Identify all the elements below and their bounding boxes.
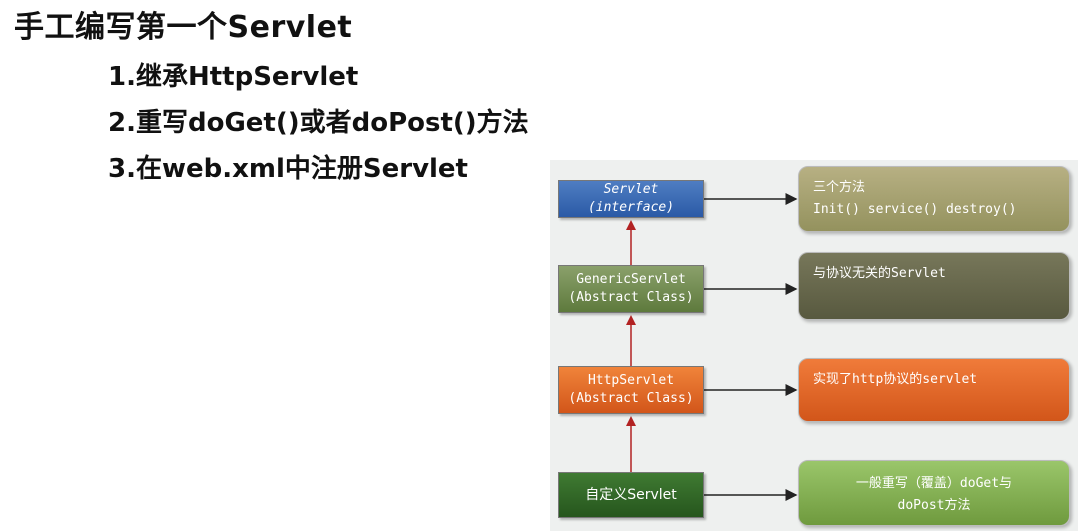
class-kind: (interface) — [587, 200, 675, 215]
note-generic-servlet: 与协议无关的Servlet — [798, 252, 1070, 320]
note-custom-servlet: 一般重写（覆盖）doGet与 doPost方法 — [798, 460, 1070, 526]
class-name: 自定义Servlet — [585, 487, 677, 503]
class-generic-servlet: GenericServlet (Abstract Class) — [558, 265, 704, 313]
class-name: HttpServlet — [587, 373, 675, 388]
step-item-2: 2.重写doGet()或者doPost()方法 — [108, 108, 529, 138]
note-line: doPost方法 — [897, 498, 971, 513]
note-line: 三个方法 — [813, 180, 866, 195]
diagram-connectors — [626, 193, 798, 501]
note-servlet-methods: 三个方法 Init() service() destroy() — [798, 166, 1070, 232]
note-line: Init() service() destroy() — [813, 202, 1017, 217]
class-servlet-interface: Servlet (interface) — [558, 180, 704, 218]
class-name: GenericServlet — [576, 272, 686, 287]
class-custom-servlet: 自定义Servlet — [558, 472, 704, 518]
step-item-1: 1.继承HttpServlet — [108, 62, 359, 92]
step-item-3: 3.在web.xml中注册Servlet — [108, 154, 468, 184]
step-list: 1.继承HttpServlet 2.重写doGet()或者doPost()方法 … — [108, 54, 529, 192]
class-http-servlet: HttpServlet (Abstract Class) — [558, 366, 704, 414]
note-line: 与协议无关的Servlet — [813, 266, 946, 281]
page-title: 手工编写第一个Servlet — [14, 10, 353, 45]
class-name: Servlet — [603, 182, 659, 197]
note-line: 一般重写（覆盖）doGet与 — [855, 476, 1013, 491]
note-line: 实现了http协议的servlet — [813, 372, 978, 387]
servlet-hierarchy-diagram: Servlet (interface) GenericServlet (Abst… — [550, 160, 1078, 531]
class-kind: (Abstract Class) — [568, 290, 694, 305]
class-kind: (Abstract Class) — [568, 391, 694, 406]
note-http-servlet: 实现了http协议的servlet — [798, 358, 1070, 422]
